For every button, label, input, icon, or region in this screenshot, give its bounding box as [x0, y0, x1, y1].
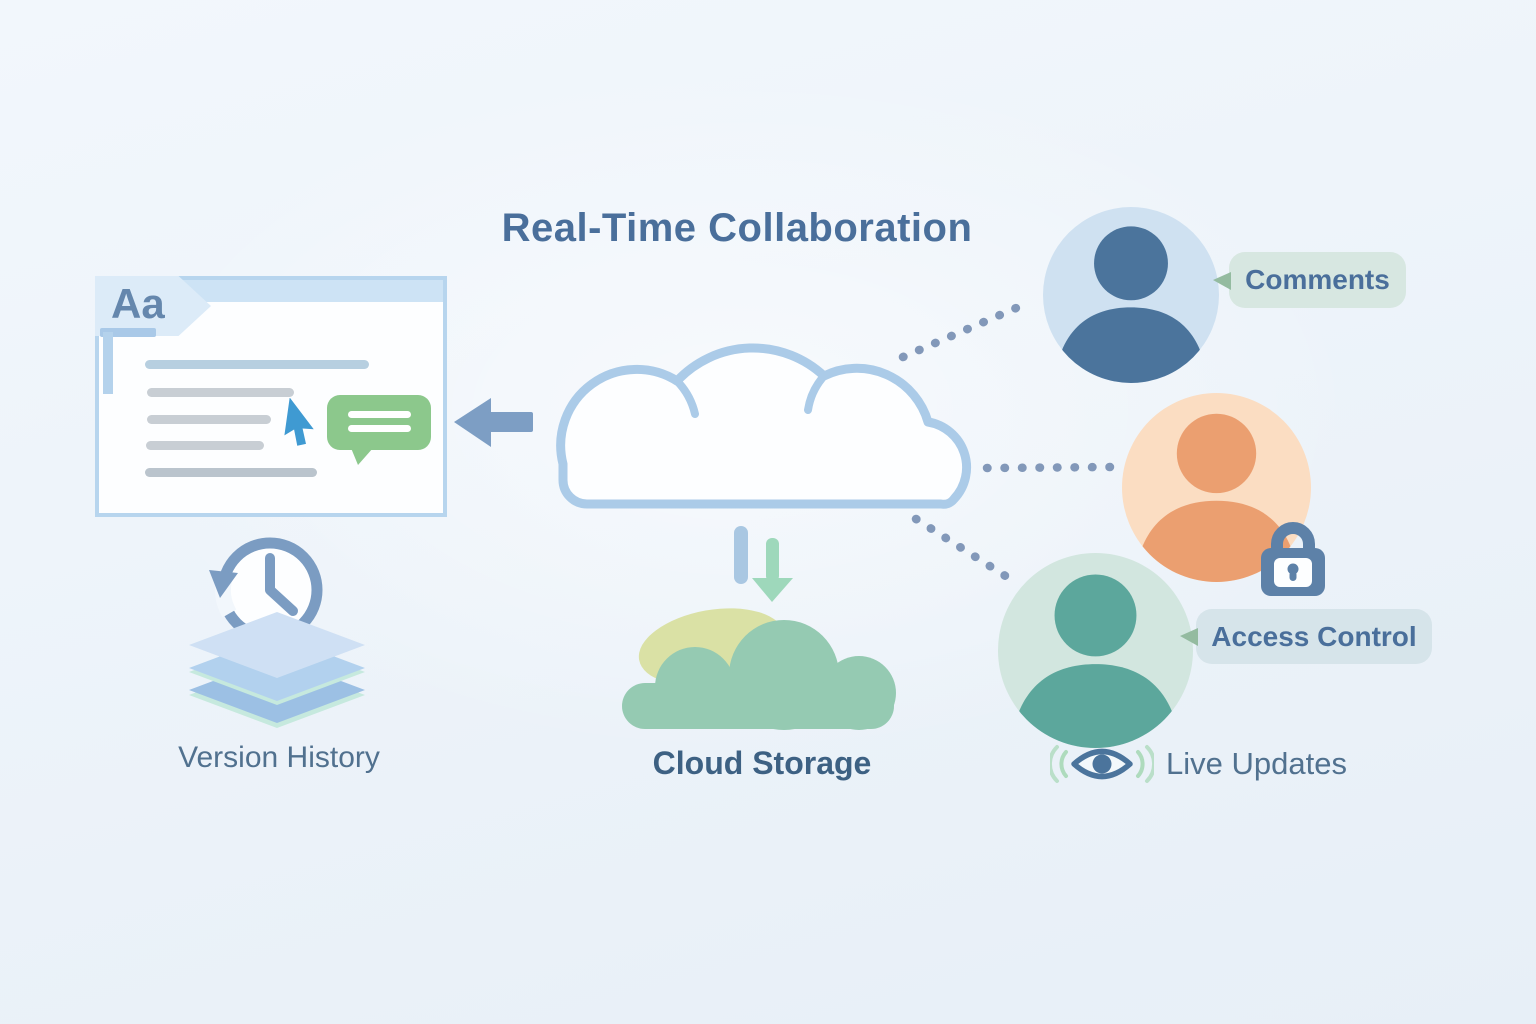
lock-icon — [1261, 522, 1325, 596]
person-silhouette-icon — [1010, 574, 1181, 748]
access-control-callout: Access Control — [1180, 609, 1432, 664]
comments-callout: Comments — [1213, 252, 1406, 308]
live-updates-row: Live Updates — [1050, 741, 1347, 787]
document-window: Aa — [95, 276, 447, 517]
storage-hills-icon — [622, 608, 896, 730]
page-title: Real-Time Collaboration — [501, 206, 973, 250]
live-updates-label: Live Updates — [1166, 746, 1347, 781]
access-control-label: Access Control — [1211, 620, 1417, 652]
text-line — [147, 388, 294, 397]
user-teal-avatar — [998, 553, 1193, 748]
tab-label: Aa — [111, 280, 165, 327]
text-line — [145, 360, 369, 369]
person-silhouette-icon — [1054, 226, 1208, 383]
text-line — [147, 415, 271, 424]
dotted-connector-lines-icon — [898, 297, 1120, 582]
text-line — [145, 468, 317, 477]
callout-tail — [1180, 628, 1198, 646]
comments-label: Comments — [1245, 264, 1390, 295]
text-line — [146, 441, 264, 450]
cloud-icon — [556, 343, 972, 509]
eye-icon — [1050, 745, 1154, 783]
version-history-label: Version History — [178, 741, 380, 774]
callout-tail — [1213, 272, 1231, 290]
download-arrow-icon — [734, 526, 793, 602]
cursor-icon — [284, 398, 314, 446]
cloud-storage-label: Cloud Storage — [652, 745, 872, 781]
sync-left-arrow-icon — [454, 398, 533, 447]
tab-fold — [100, 328, 156, 337]
tab-fold-stem — [103, 332, 113, 394]
person-silhouette-icon — [1134, 413, 1299, 582]
version-layers-icon — [189, 612, 365, 728]
comment-bubble-icon — [327, 395, 431, 465]
user-blue-avatar — [1043, 207, 1219, 383]
